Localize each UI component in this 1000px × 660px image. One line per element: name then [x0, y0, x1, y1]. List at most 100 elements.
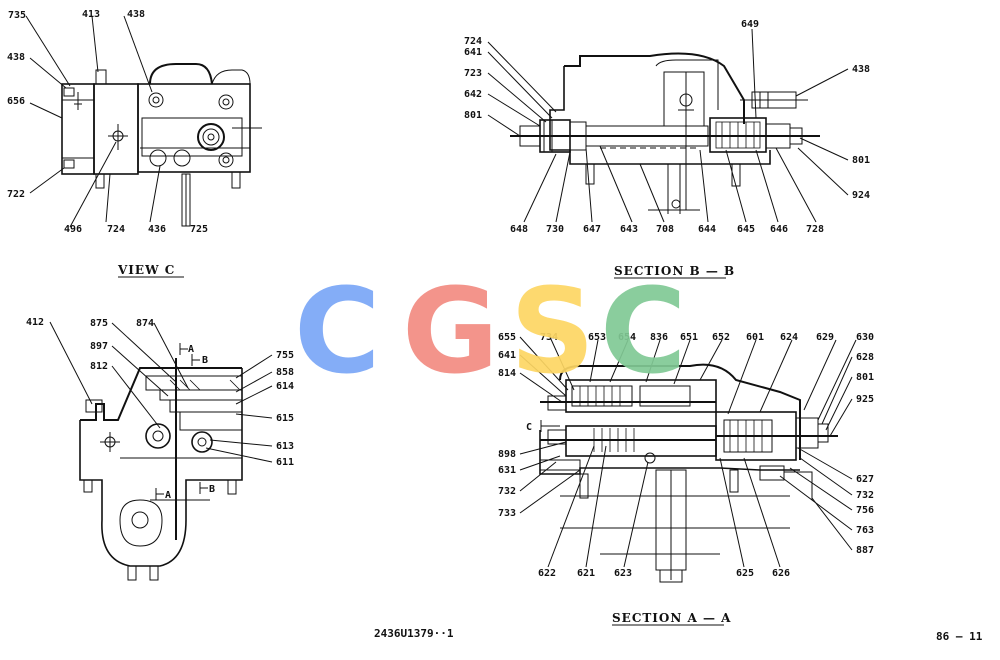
part-label: 645 — [737, 224, 755, 235]
part-label: 654 — [618, 332, 636, 343]
part-label: 655 — [498, 332, 516, 343]
part-label: 925 — [856, 394, 874, 405]
view-c-title: VIEW C — [117, 263, 175, 277]
part-label: 438 — [852, 64, 870, 75]
part-label: 801 — [852, 155, 870, 166]
part-label: 858 — [276, 367, 294, 378]
left-view-markers — [155, 343, 208, 500]
section-bb-title: SECTION B — B — [614, 264, 735, 278]
part-label: 641 — [464, 47, 482, 58]
section-aa-labels: 655 734 653 654 836 651 652 601 624 629 … — [498, 332, 874, 579]
section-bb-drawing — [510, 52, 820, 214]
part-label: 438 — [127, 9, 145, 20]
part-label: 496 — [64, 224, 82, 235]
view-c-leaders — [25, 15, 187, 228]
part-label: 412 — [26, 317, 44, 328]
part-label: 875 — [90, 318, 108, 329]
part-label: 438 — [7, 52, 25, 63]
part-label: 646 — [770, 224, 788, 235]
part-label: 652 — [712, 332, 730, 343]
part-label: 755 — [276, 350, 294, 361]
part-label: 615 — [276, 413, 294, 424]
left-view-marker-labels: A B A B — [165, 344, 215, 501]
part-label: 642 — [464, 89, 482, 100]
part-label: 812 — [90, 361, 108, 372]
section-aa-marker — [540, 420, 560, 432]
part-label: 623 — [614, 568, 632, 579]
watermark-letter: G — [402, 262, 499, 400]
part-label: 651 — [680, 332, 698, 343]
section-aa-leaders — [519, 336, 857, 568]
section-bb-leaders — [487, 28, 849, 223]
part-label: 625 — [736, 568, 754, 579]
part-label: 722 — [7, 189, 25, 200]
part-label: 708 — [656, 224, 674, 235]
part-label: 643 — [620, 224, 638, 235]
watermark-letter: C — [600, 262, 687, 400]
section-aa-title: SECTION A — A — [612, 611, 731, 625]
view-c-labels: 735 413 438 438 656 722 496 724 436 725 — [7, 9, 208, 235]
part-label: 630 — [856, 332, 874, 343]
part-label: 732 — [498, 486, 516, 497]
part-label: 653 — [588, 332, 606, 343]
part-label: 801 — [856, 372, 874, 383]
view-c-drawing — [61, 63, 262, 227]
section-marker-b: B — [209, 484, 215, 495]
part-label: 621 — [577, 568, 595, 579]
part-label: 898 — [498, 449, 516, 460]
part-label: 732 — [856, 490, 874, 501]
part-label: 723 — [464, 68, 482, 79]
watermark-letter: C — [294, 262, 381, 400]
part-label: 836 — [650, 332, 668, 343]
left-view-leaders — [49, 321, 273, 463]
part-label: 627 — [856, 474, 874, 485]
part-label: 924 — [852, 190, 870, 201]
part-label: 733 — [498, 508, 516, 519]
part-label: 644 — [698, 224, 716, 235]
part-label: 724 — [107, 224, 125, 235]
part-label: 436 — [148, 224, 166, 235]
part-label: 648 — [510, 224, 528, 235]
part-label: 614 — [276, 381, 294, 392]
page-number: 86 — 11 — [936, 630, 983, 643]
part-label: 887 — [856, 545, 874, 556]
part-label: 814 — [498, 368, 516, 379]
part-label: 611 — [276, 457, 294, 468]
part-label: 628 — [856, 352, 874, 363]
part-label: 631 — [498, 465, 516, 476]
section-marker-c: C — [526, 422, 532, 433]
part-label: 622 — [538, 568, 556, 579]
part-label: 629 — [816, 332, 834, 343]
part-label: 626 — [772, 568, 790, 579]
left-view-drawing — [79, 358, 243, 581]
watermark-logo: C G S C — [294, 262, 687, 400]
part-label: 724 — [464, 36, 482, 47]
part-label: 756 — [856, 505, 874, 516]
part-label: 641 — [498, 350, 516, 361]
part-label: 725 — [190, 224, 208, 235]
part-label: 413 — [82, 9, 100, 20]
part-label: 801 — [464, 110, 482, 121]
drawing-number: 2436U1379··1 — [374, 627, 454, 640]
watermark-letter: S — [510, 262, 595, 400]
part-label: 649 — [741, 19, 759, 30]
section-marker-a: A — [188, 344, 194, 355]
part-label: 735 — [8, 10, 26, 21]
part-label: 656 — [7, 96, 25, 107]
part-label: 601 — [746, 332, 764, 343]
part-label: 763 — [856, 525, 874, 536]
part-label: 730 — [546, 224, 564, 235]
part-label: 734 — [540, 332, 558, 343]
section-bb-labels: 724 641 723 642 801 649 438 801 924 648 … — [464, 19, 870, 235]
part-label: 624 — [780, 332, 798, 343]
section-marker-b: B — [202, 355, 208, 366]
part-label: 897 — [90, 341, 108, 352]
part-label: 874 — [136, 318, 154, 329]
part-label: 613 — [276, 441, 294, 452]
section-marker-a: A — [165, 490, 171, 501]
part-label: 647 — [583, 224, 601, 235]
part-label: 728 — [806, 224, 824, 235]
left-view-labels: 412 875 874 897 812 755 858 614 615 613 … — [26, 317, 294, 468]
